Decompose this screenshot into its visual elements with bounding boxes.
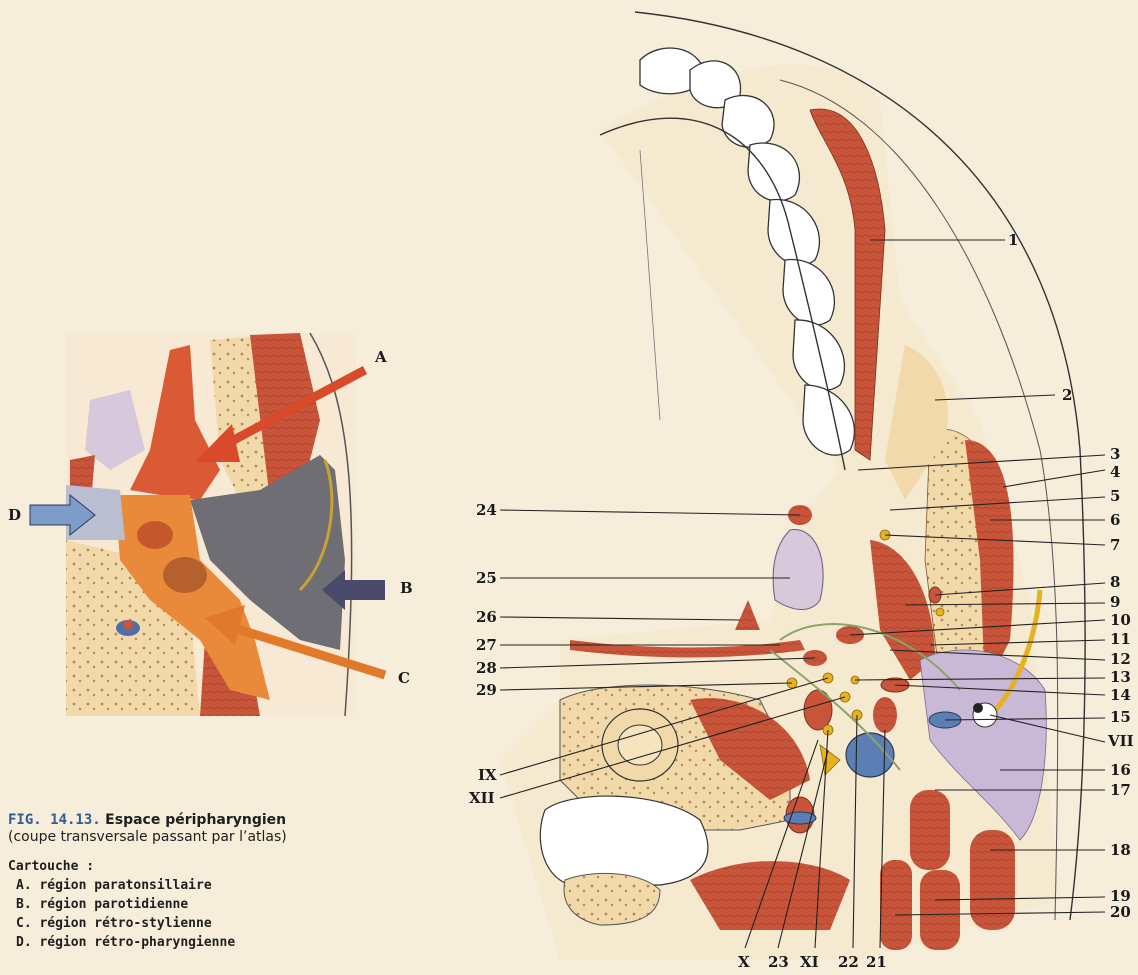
cartouche-item-c: C. région rétro-stylienne <box>8 916 448 931</box>
label-27: 27 <box>476 636 497 654</box>
inset-jugular <box>163 557 207 593</box>
inset-muscle-left <box>70 455 95 490</box>
splenius <box>880 860 912 950</box>
label-6: 6 <box>1110 511 1120 529</box>
inset-label-c: C <box>398 669 410 687</box>
deep-neck-muscle <box>690 861 850 930</box>
label-26: 26 <box>476 608 497 626</box>
label-2: 2 <box>1062 386 1072 404</box>
muscle-26 <box>735 600 760 630</box>
styloid-core <box>973 703 983 713</box>
label-17: 17 <box>1110 781 1131 799</box>
label-xii: XII <box>469 789 495 807</box>
inset-artery <box>123 620 133 630</box>
sternocleidomastoid <box>970 830 1015 930</box>
label-9: 9 <box>1110 593 1120 611</box>
caption-title-line: FIG. 14.13. Espace péripharyngien <box>8 812 448 828</box>
label-29: 29 <box>476 681 497 699</box>
label-14: 14 <box>1110 686 1131 704</box>
main-diagram <box>500 12 1085 960</box>
cartouche-title: Cartouche : <box>8 859 448 874</box>
label-3: 3 <box>1110 445 1120 463</box>
inset-label-b: B <box>400 579 413 597</box>
figure-subtitle: (coupe transversale passant par l’atlas) <box>8 829 448 845</box>
label-16: 16 <box>1110 761 1131 779</box>
label-11: 11 <box>1110 630 1131 648</box>
label-vii: VII <box>1107 732 1134 750</box>
left-labels: 24 25 26 27 28 29 IX XII <box>469 501 497 807</box>
label-13: 13 <box>1110 668 1131 686</box>
figure-title: Espace péripharyngien <box>105 812 286 828</box>
label-x: X <box>738 953 750 971</box>
label-5: 5 <box>1110 487 1120 505</box>
dens-inner <box>618 725 662 765</box>
label-25: 25 <box>476 569 497 587</box>
label-23: 23 <box>768 953 789 971</box>
label-15: 15 <box>1110 708 1131 726</box>
label-10: 10 <box>1110 611 1131 629</box>
figure-number: FIG. 14.13. <box>8 812 101 828</box>
cartouche-item-a: A. région paratonsillaire <box>8 878 448 893</box>
label-28: 28 <box>476 659 497 677</box>
muscle-21 <box>873 697 897 733</box>
inset-label-a: A <box>374 348 387 366</box>
cartouche-item-b: B. région parotidienne <box>8 897 448 912</box>
label-21: 21 <box>866 953 887 971</box>
inset-diagram: A B C D <box>8 333 413 716</box>
digastric-posterior <box>910 790 950 870</box>
label-4: 4 <box>1110 463 1120 481</box>
label-22: 22 <box>838 953 859 971</box>
label-xi: XI <box>800 953 819 971</box>
label-8: 8 <box>1110 573 1120 591</box>
cartouche-item-d: D. région rétro-pharyngienne <box>8 935 448 950</box>
spinal-canal <box>540 796 708 885</box>
inset-label-d: D <box>8 506 21 524</box>
label-7: 7 <box>1110 536 1120 554</box>
label-ix: IX <box>478 766 497 784</box>
label-24: 24 <box>476 501 497 519</box>
label-12: 12 <box>1110 650 1131 668</box>
label-20: 20 <box>1110 903 1131 921</box>
longissimus <box>920 870 960 950</box>
label-18: 18 <box>1110 841 1131 859</box>
label-1: 1 <box>1008 231 1018 249</box>
inset-carotid <box>137 521 173 549</box>
figure-caption: FIG. 14.13. Espace péripharyngien (coupe… <box>8 812 448 950</box>
